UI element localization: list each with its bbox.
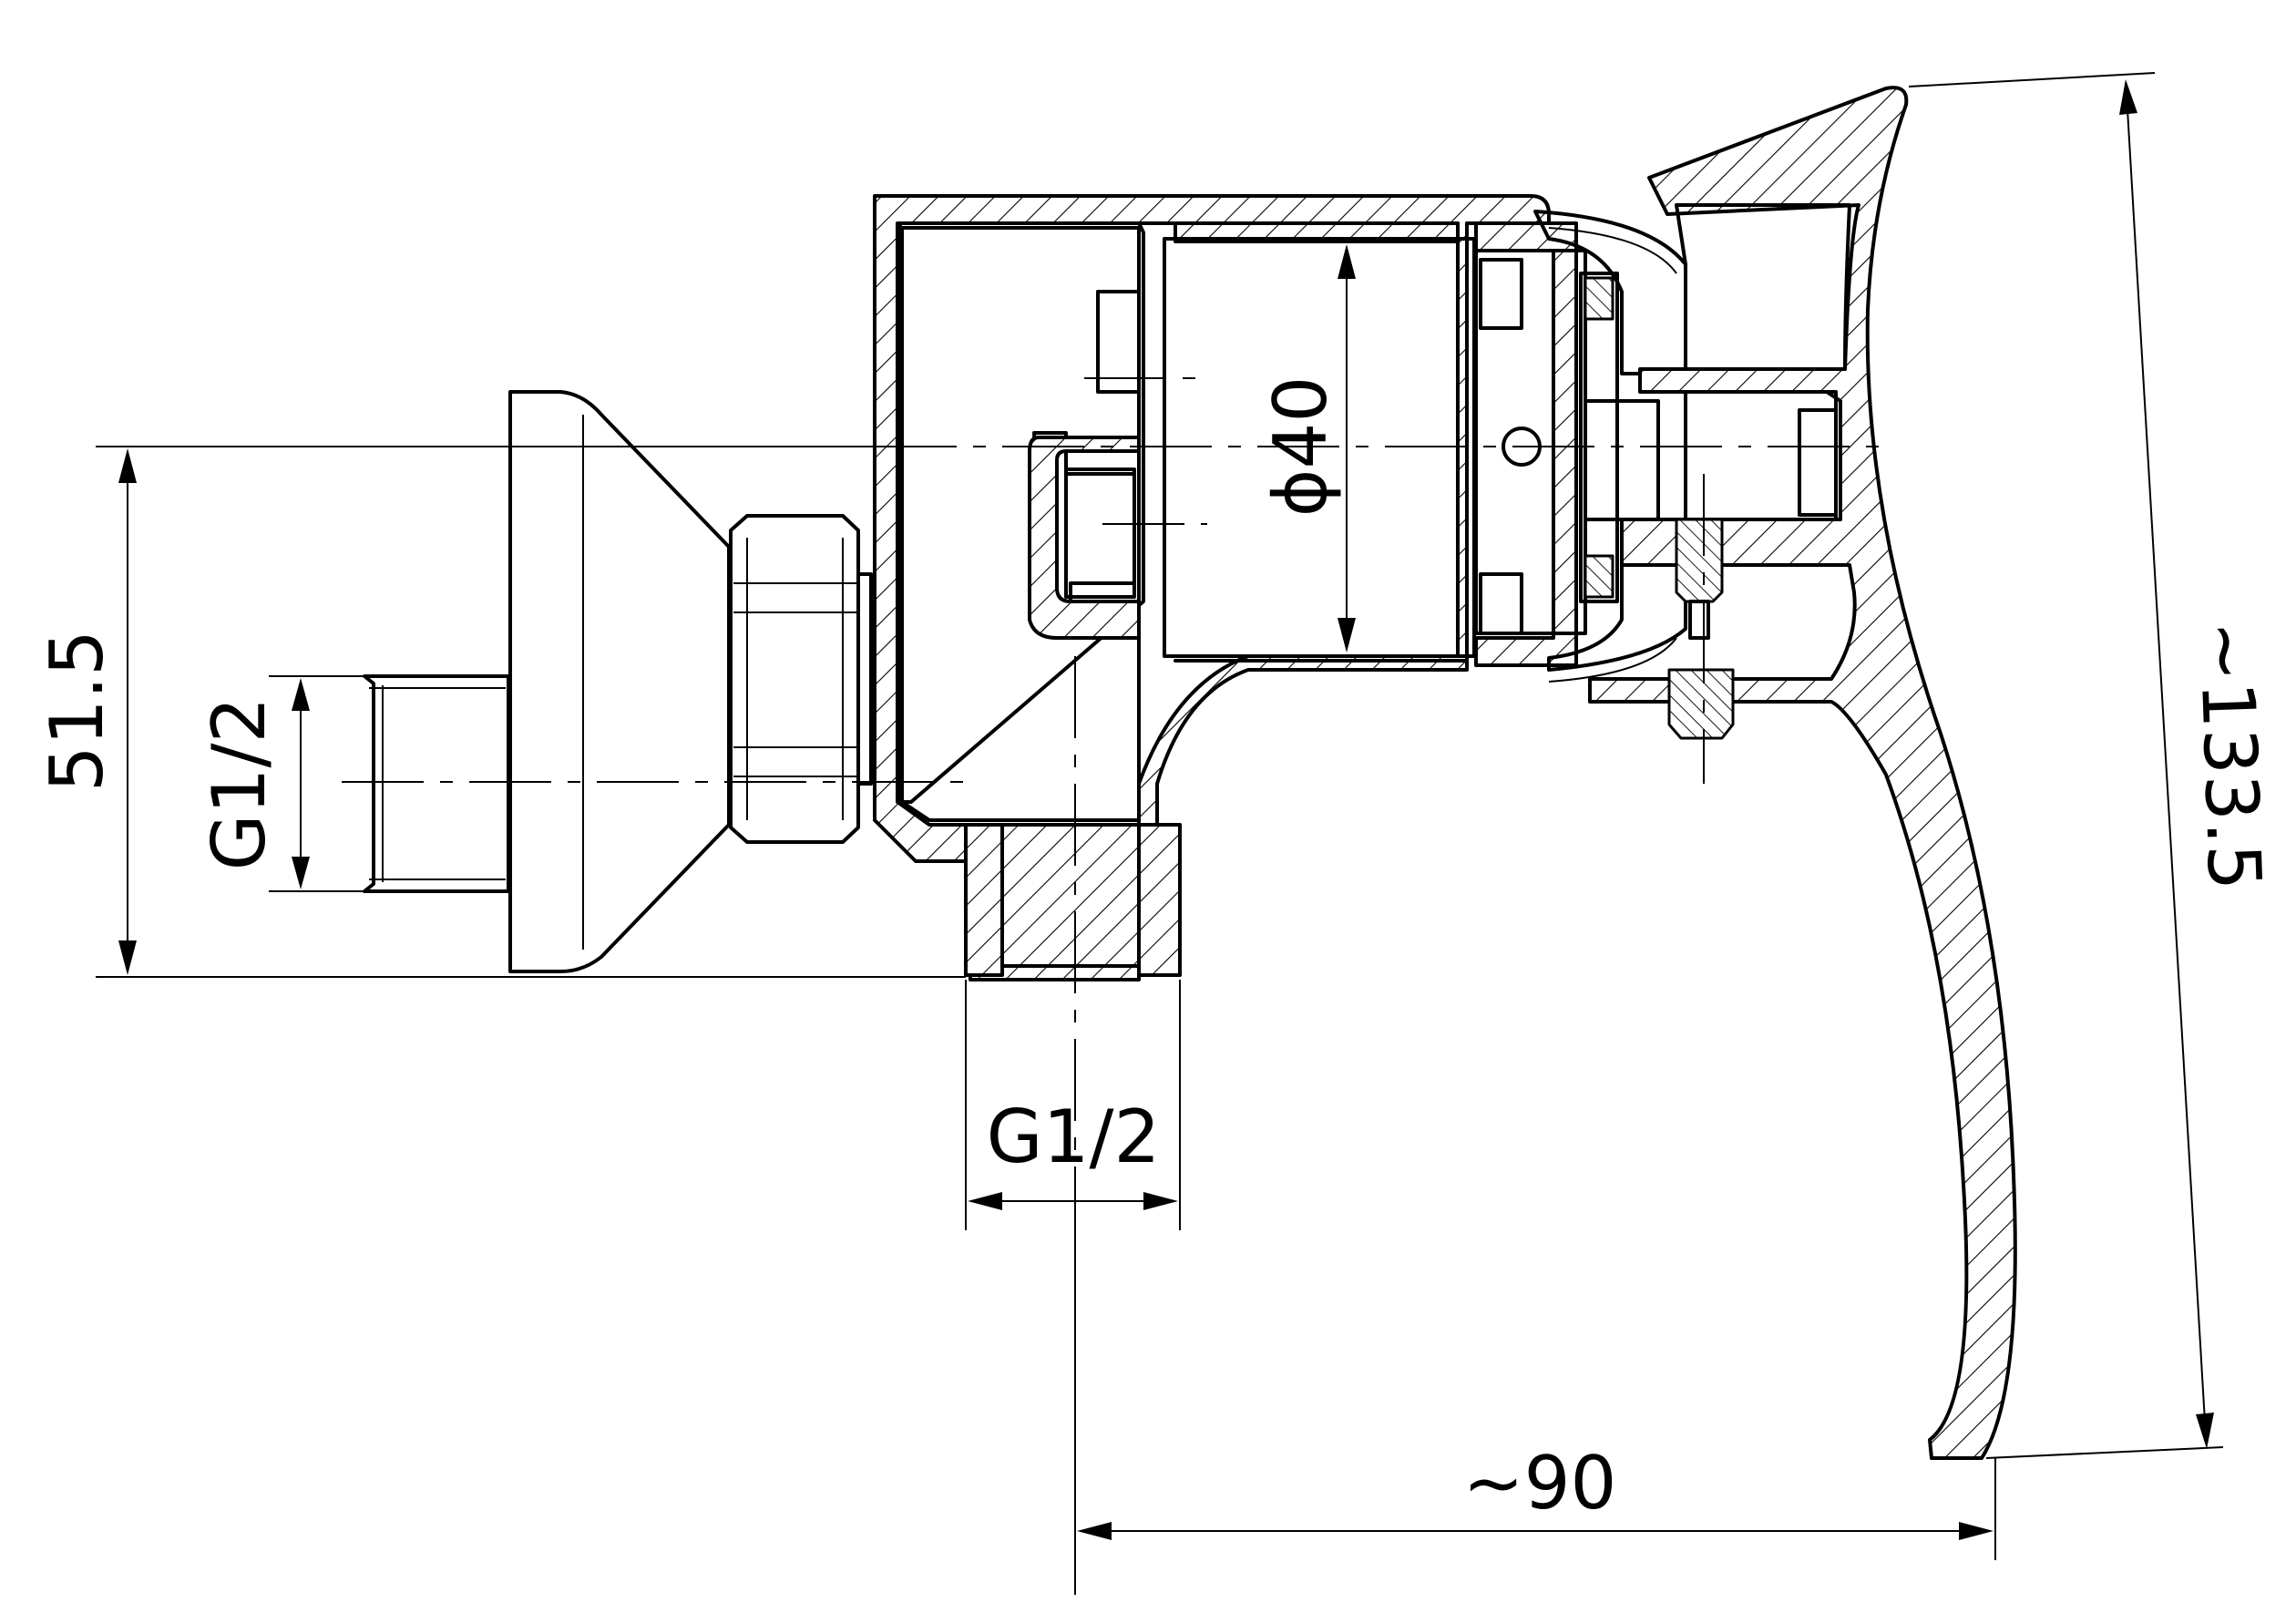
ceramic-cartridge	[1163, 221, 1660, 667]
dimension-height-offset-label: 51.5	[35, 630, 119, 792]
dimension-overall-height-label: ~133.5	[2183, 619, 2277, 891]
mixer-body	[873, 194, 1551, 981]
dimension-cartridge-diameter: ϕ40	[1258, 244, 1356, 653]
dimension-inlet-thread-left-label: G1/2	[197, 697, 282, 871]
dimension-inlet-thread-left: G1/2	[197, 675, 364, 892]
dimension-inlet-thread-bottom: G1/2	[965, 980, 1181, 1230]
handle-lever	[1588, 86, 2017, 1460]
dimension-cartridge-diameter-label: ϕ40	[1258, 376, 1343, 518]
dimension-inlet-thread-bottom-label: G1/2	[987, 1094, 1161, 1179]
dimension-height-offset: 51.5	[35, 446, 966, 978]
eccentric-connector	[363, 390, 873, 973]
dimension-overall-height: ~133.5	[1908, 72, 2277, 1459]
dimension-overall-length-label: ~90	[1463, 1441, 1617, 1526]
dimension-overall-length: ~90	[1074, 1230, 1996, 1560]
